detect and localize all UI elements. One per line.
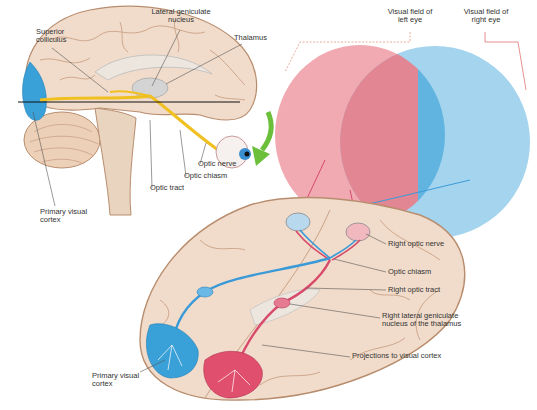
leader-line: [52, 48, 108, 92]
colliculus-branch: [110, 91, 150, 96]
radiation-fibres: [158, 345, 250, 392]
part-label: Projections to visual cortex: [352, 352, 441, 360]
left-optic-tract: [172, 258, 330, 345]
leader-line: [366, 234, 386, 244]
section-line: [18, 101, 240, 102]
left-eye: [286, 213, 310, 231]
part-label: Optic chiasm: [388, 268, 431, 276]
cerebrum: [26, 6, 257, 120]
field-bracket: [285, 32, 410, 72]
green-arrow: [262, 112, 271, 150]
right-visual-cortex: [204, 351, 263, 398]
visual-pathway: [40, 96, 218, 150]
corpus-callosum: [95, 55, 212, 80]
leader-line: [166, 44, 242, 84]
arrow-head: [252, 146, 270, 166]
part-label: Primary visual cortex: [92, 372, 148, 389]
leader-line: [33, 112, 55, 206]
gyri: [40, 20, 245, 100]
axial-brain: [140, 198, 465, 401]
part-label: Visual field of left eye: [385, 8, 435, 25]
pupil: [245, 152, 250, 157]
right-optic-tract: [235, 260, 330, 370]
leader-line: [334, 259, 386, 272]
brain-section: [140, 198, 465, 401]
brainstem: [95, 108, 136, 215]
leader-line: [306, 288, 386, 290]
left-visual-cortex: [146, 324, 198, 378]
leader-line: [152, 30, 180, 86]
right-eye: [346, 223, 370, 241]
part-label: Thalamus: [234, 34, 267, 42]
part-label: Right optic tract: [388, 286, 440, 294]
part-label: Optic tract: [150, 184, 184, 192]
field-bracket: [485, 32, 526, 90]
leader-line: [180, 130, 186, 176]
leader-line: [150, 120, 152, 188]
part-label: Visual field of right eye: [460, 8, 512, 25]
leader-lines: [33, 30, 242, 206]
visual-cortex: [23, 62, 47, 120]
part-label: Right optic nerve: [388, 240, 444, 248]
part-label: Superior colliculus: [36, 28, 80, 45]
left-lgn: [197, 287, 213, 297]
leader-line: [140, 360, 165, 372]
leader-lines: [140, 234, 386, 372]
iris: [239, 148, 251, 160]
part-label: Optic nerve: [198, 160, 236, 168]
sagittal-brain: [18, 6, 257, 215]
leader-line: [290, 304, 380, 318]
part-label: Right lateral geniculate nucleus of the …: [382, 312, 480, 329]
optic-nerve-fibres: [296, 231, 360, 260]
part-label: Optic chiasm: [184, 172, 227, 180]
right-lgn: [274, 298, 290, 308]
overlap-right: [418, 40, 478, 240]
part-label: Lateral geniculate nucleus: [146, 8, 216, 25]
part-label: Primary visual cortex: [40, 208, 96, 225]
cerebellum-folia: [30, 125, 98, 165]
leader-line: [262, 345, 350, 357]
